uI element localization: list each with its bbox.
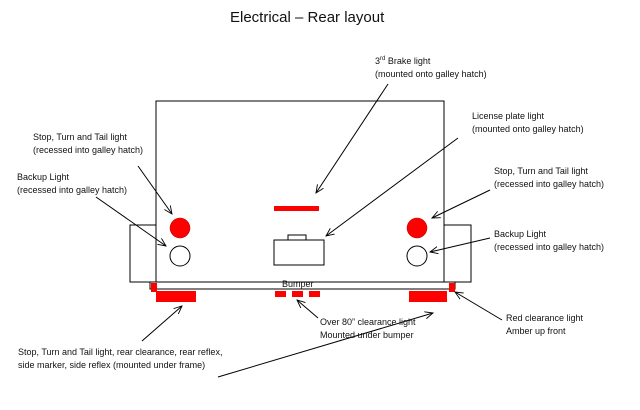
right-backup-light — [406, 245, 428, 267]
bumper-label: Bumper — [282, 279, 314, 289]
arrow-bottom-left — [141, 306, 182, 342]
red-clearance-label: Red clearance light Amber up front — [506, 313, 584, 336]
license-plate-light-top — [287, 234, 307, 241]
arrow-right-backup — [430, 237, 491, 252]
trailer-body — [155, 100, 445, 283]
left-backup-label: Backup Light (recessed into galley hatch… — [17, 172, 128, 195]
over80-clearance-light-3 — [309, 291, 320, 297]
license-plate-light — [273, 239, 325, 266]
over80-label: Over 80” clearance light Mounted under b… — [320, 317, 416, 340]
arrow-right-stop — [432, 189, 491, 218]
left-stop-label: Stop, Turn and Tail light (recessed into… — [33, 132, 144, 155]
right-backup-label: Backup Light (recessed into galley hatch… — [494, 229, 605, 252]
left-under-frame-light — [156, 291, 196, 302]
third-brake-light — [274, 206, 319, 211]
arrow-bottom-right — [217, 313, 433, 378]
arrow-left-backup — [95, 196, 166, 246]
arrow-red-clearance — [455, 292, 503, 321]
left-backup-light — [169, 245, 191, 267]
arrow-license-plate — [326, 137, 459, 236]
right-stop-turn-tail-light — [406, 217, 428, 239]
under-frame-label: Stop, Turn and Tail light, rear clearanc… — [18, 347, 223, 370]
arrow-over80 — [297, 300, 319, 319]
right-bumper-clearance-light — [449, 283, 455, 292]
left-fender — [129, 224, 157, 283]
arrow-left-stop — [137, 165, 172, 214]
arrow-third-brake — [316, 83, 389, 193]
third-brake-label: 3rd Brake light (mounted onto galley hat… — [375, 56, 487, 79]
over80-clearance-light-1 — [275, 291, 286, 297]
left-bumper-clearance-light — [151, 283, 157, 292]
over80-clearance-light-2 — [292, 291, 303, 297]
right-fender — [443, 224, 472, 283]
license-plate-label: License plate light (mounted onto galley… — [472, 111, 584, 134]
right-stop-label: Stop, Turn and Tail light (recessed into… — [494, 166, 605, 189]
right-under-frame-light — [409, 291, 447, 302]
left-stop-turn-tail-light — [169, 217, 191, 239]
page-title: Electrical – Rear layout — [230, 9, 385, 26]
